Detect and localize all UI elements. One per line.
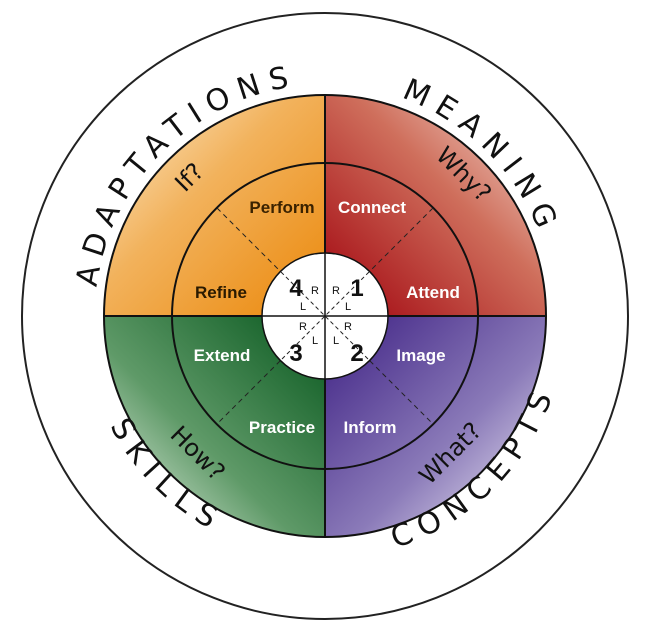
step-image: Image [396, 346, 445, 365]
center-number-2: 2 [350, 340, 363, 367]
step-inform: Inform [344, 418, 397, 437]
step-practice: Practice [249, 418, 315, 437]
center-r-q2: R [344, 321, 352, 333]
center-l-q3: L [312, 335, 318, 347]
center-r-q1: R [332, 285, 340, 297]
center-l-q1: L [345, 301, 351, 313]
quadrant-skills [104, 316, 325, 537]
center-r-q3: R [299, 321, 307, 333]
center-r-q4: R [311, 285, 319, 297]
diagonal-dash-1 [216, 207, 434, 425]
step-extend: Extend [194, 346, 251, 365]
center-number-1: 1 [350, 275, 363, 302]
step-attend: Attend [406, 283, 460, 302]
diagonal-dash-2 [216, 207, 434, 425]
center-number-4: 4 [289, 275, 303, 302]
center-l-q2: L [333, 335, 339, 347]
step-refine: Refine [195, 283, 247, 302]
quadrant-concepts [325, 316, 546, 537]
step-perform: Perform [249, 198, 314, 217]
step-connect: Connect [338, 198, 406, 217]
center-number-3: 3 [289, 340, 302, 367]
center-l-q4: L [300, 301, 306, 313]
